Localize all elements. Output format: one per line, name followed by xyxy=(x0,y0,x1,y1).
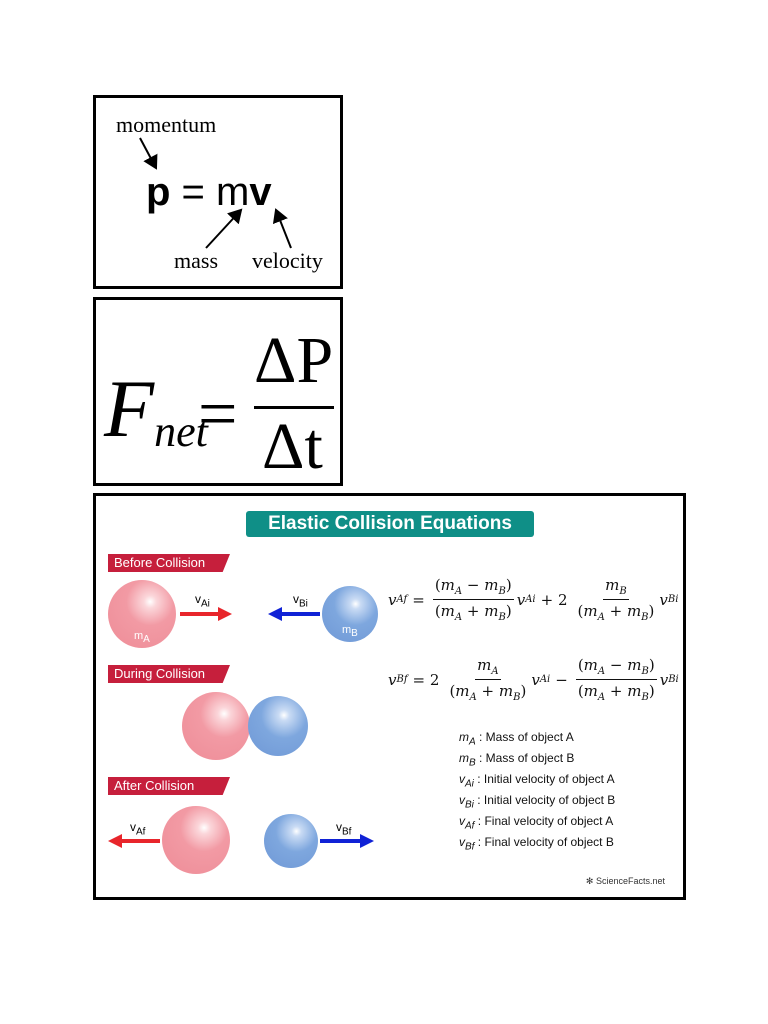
mass-label: mass xyxy=(174,248,218,273)
legend-item: mB : Mass of object B xyxy=(459,751,575,769)
mass-difference-fraction-2: (mA − mB) (mA + mB) xyxy=(575,656,657,703)
legend-item: vBf : Final velocity of object B xyxy=(459,835,614,853)
arrow-a-initial-head xyxy=(218,607,232,621)
velocity-symbol: v xyxy=(249,170,272,214)
arrow-b-initial-head xyxy=(268,607,282,621)
footer-logo-text: ScienceFacts.net xyxy=(595,876,665,886)
annotation-arrows xyxy=(139,137,292,249)
momentum-arrow xyxy=(139,137,158,170)
momentum-symbol: p xyxy=(146,170,171,214)
ball-a-before xyxy=(108,580,176,648)
fraction-bar xyxy=(254,406,334,409)
force-symbol: F xyxy=(104,363,155,454)
footer-logo: ✻ ScienceFacts.net xyxy=(586,876,665,887)
mass-difference-fraction: (mA − mB) (mA + mB) xyxy=(432,576,514,623)
after-collision-tag: After Collision xyxy=(108,777,230,795)
ball-a-mass-label: mA xyxy=(134,630,150,646)
ball-b-during xyxy=(248,696,308,756)
momentum-equation-panel: momentum p = mv mass velocity xyxy=(93,95,343,289)
velocity-label: velocity xyxy=(252,248,323,273)
mass-b-fraction: mB (mA + mB) xyxy=(577,576,655,623)
during-collision-tag: During Collision xyxy=(108,665,230,683)
net-subscript: net xyxy=(154,407,208,456)
ball-a-after xyxy=(162,806,230,874)
legend-item: vBi : Initial velocity of object B xyxy=(459,793,616,811)
arrow-b-final-head xyxy=(360,834,374,848)
velocity-arrows xyxy=(108,607,374,848)
velocity-arrow xyxy=(272,208,292,249)
ball-b-mass-label: mB xyxy=(342,624,358,640)
equals-mass-symbol: = m xyxy=(170,170,250,214)
before-collision-tag: Before Collision xyxy=(108,554,230,572)
ball-b-after xyxy=(264,814,318,868)
net-force-equation-panel: F net = ΔP Δt xyxy=(93,297,343,486)
velocity-a-final-label: vAf xyxy=(130,820,146,838)
net-force-lhs: F net xyxy=(104,363,208,454)
elastic-collision-panel: Elastic Collision Equations Before Colli… xyxy=(93,493,686,900)
atom-icon: ✻ xyxy=(585,876,594,886)
velocity-b-initial-label: vBi xyxy=(293,592,308,610)
momentum-equation: p = mv xyxy=(146,170,272,215)
velocity-a-initial-label: vAi xyxy=(195,592,210,610)
velocity-b-final-label: vBf xyxy=(336,820,352,838)
legend-item: vAf : Final velocity of object A xyxy=(459,814,614,832)
fraction-numerator: ΔP xyxy=(254,324,334,397)
fraction-denominator: Δt xyxy=(262,410,323,483)
ball-a-during xyxy=(182,692,250,760)
mass-arrow xyxy=(205,208,243,249)
mass-a-fraction: mA (mA + mB) xyxy=(449,656,527,703)
momentum-label: momentum xyxy=(116,112,217,137)
collision-title: Elastic Collision Equations xyxy=(246,511,534,537)
legend-item: mA : Mass of object A xyxy=(459,730,574,748)
ball-b-before xyxy=(322,586,378,642)
equals-sign: = xyxy=(198,376,238,453)
legend-item: vAi : Initial velocity of object A xyxy=(459,772,615,790)
arrow-a-final-head xyxy=(108,834,122,848)
